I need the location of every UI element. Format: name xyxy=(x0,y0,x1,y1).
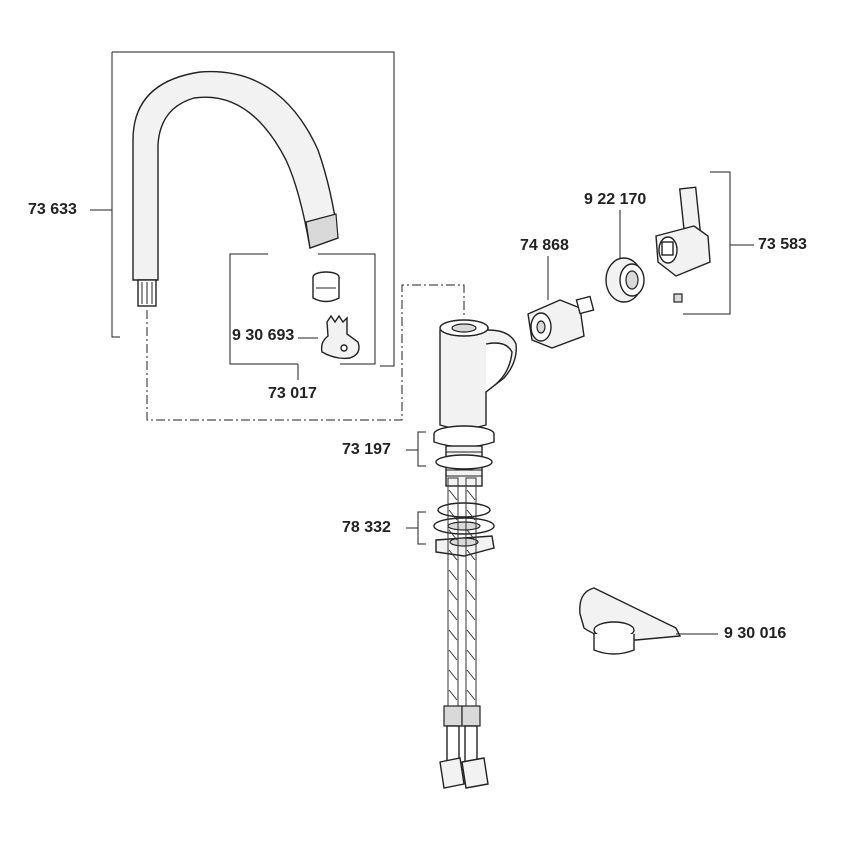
mixer-body-part xyxy=(439,319,517,430)
label-lever-handle: 73 583 xyxy=(758,236,807,253)
aerator-frame xyxy=(229,253,376,380)
label-fixing-set: 78 332 xyxy=(342,519,391,536)
supply-hoses xyxy=(439,477,489,789)
label-stabilizer-plate: 9 30 016 xyxy=(724,625,787,642)
label-aerator-key: 9 30 693 xyxy=(232,327,295,344)
leader-lines xyxy=(90,209,754,635)
label-body-nut: 73 197 xyxy=(342,441,391,458)
bonnet-nut-part xyxy=(605,257,645,303)
fixing-set-part xyxy=(433,502,495,557)
label-bonnet-nut: 9 22 170 xyxy=(584,191,647,208)
handle-frame xyxy=(683,171,731,315)
label-cartridge: 74 868 xyxy=(520,237,569,254)
stabilizer-plate-part xyxy=(579,587,682,655)
assembly-line-spout xyxy=(146,284,465,421)
aerator-key-part xyxy=(320,314,360,360)
lever-handle-part xyxy=(655,186,711,303)
label-aerator-group: 73 017 xyxy=(268,385,317,402)
aerator-part xyxy=(312,271,340,303)
spout-frame xyxy=(111,51,395,367)
cartridge-part xyxy=(527,295,595,349)
label-spout: 73 633 xyxy=(28,201,77,218)
body-nut-part xyxy=(433,425,495,487)
spout-part xyxy=(132,70,339,307)
